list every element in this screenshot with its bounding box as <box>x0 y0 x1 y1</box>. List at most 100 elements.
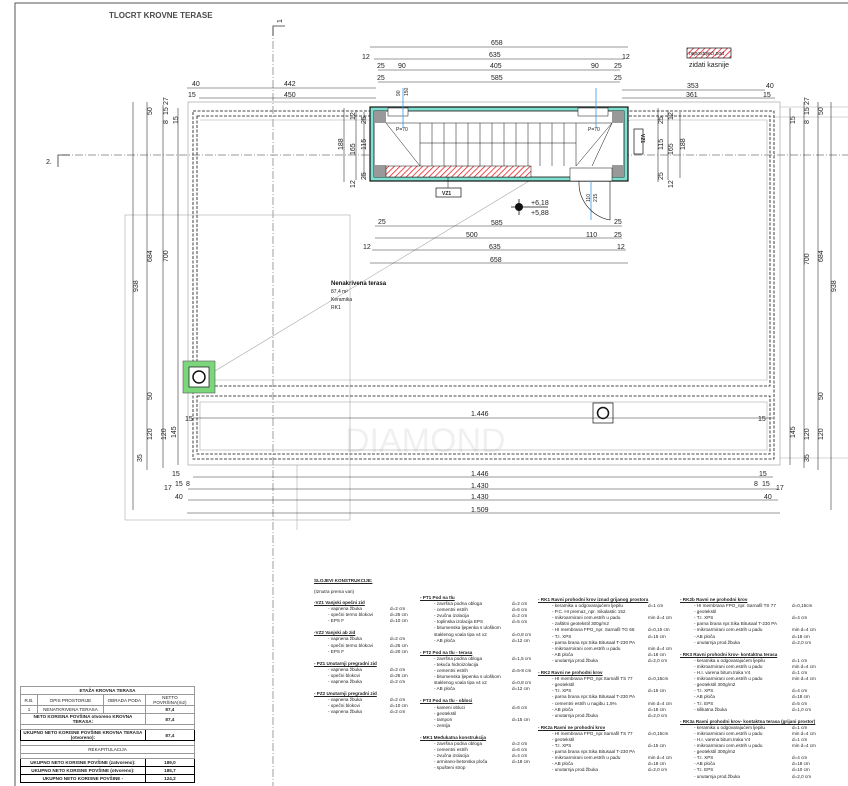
layer-item: - parna brana npr.Sika Bitusaal T-230 PA <box>538 640 672 646</box>
svg-text:8: 8 <box>163 120 170 124</box>
layer-thickness: d=10 cm <box>390 703 408 709</box>
layer-item: - P.C. HI premaz_npr. Sikalastic 152 <box>538 609 672 615</box>
layer-material: - završna podna obloga <box>434 655 483 661</box>
layer-thickness: d=1,5 cm <box>512 655 532 661</box>
layer-thickness: d=2 cm <box>390 679 406 685</box>
layer-material: - AB ploča <box>694 761 715 767</box>
svg-text:50: 50 <box>818 392 825 400</box>
total-value: 87,4 <box>144 729 196 741</box>
svg-text:12: 12 <box>350 180 357 188</box>
layer-material: - vapnena žbuka <box>328 666 362 672</box>
svg-text:90: 90 <box>398 63 406 70</box>
layer-material: - keramika u odgovarajućem ljepilu <box>694 724 765 730</box>
layer-thickness: d=18 cm <box>792 761 810 767</box>
room-area: 87,4 m² <box>331 289 348 295</box>
svg-text:27: 27 <box>804 97 811 105</box>
svg-text:405: 405 <box>490 63 502 70</box>
svg-text:15: 15 <box>185 416 193 423</box>
svg-text:700: 700 <box>163 250 170 262</box>
layer-material: - cementni estrih u nagibu 1,5% <box>552 700 617 706</box>
total-label: UKUPNO NETO KORISNE POVŠINE KROVNA TERAS… <box>20 729 146 741</box>
layer-thickness: d=0,15cm <box>792 603 813 609</box>
svg-text:25: 25 <box>361 172 368 180</box>
layer-material: - cementni estrih <box>434 607 468 613</box>
svg-text:15: 15 <box>172 471 180 478</box>
svg-text:353: 353 <box>687 83 699 90</box>
layer-material: - EPS F <box>328 648 345 654</box>
recap-value: 185,7 <box>144 766 196 775</box>
layer-section-title: -VZ2 Vanjski ab zid <box>314 630 356 636</box>
svg-text:120: 120 <box>161 428 168 440</box>
layer-material: - unutarnja prod.žbuka <box>694 639 740 645</box>
svg-text:17: 17 <box>164 485 172 492</box>
layer-material: - armirano-betonska ploča <box>434 759 488 765</box>
drawing-title: TLOCRT KROVNE TERASE <box>109 11 213 20</box>
svg-text:40: 40 <box>764 494 772 501</box>
layer-material: - parna brana npr.Sika Bitusaal T-230 PA <box>552 639 636 645</box>
layer-item: - vapnena žbuka d=2 cm <box>314 667 408 673</box>
svg-text:110: 110 <box>586 194 592 202</box>
layer-thickness: d=2,0 cm <box>648 712 668 718</box>
svg-text:27: 27 <box>163 97 170 105</box>
recap-title: REKAPITULACIJA <box>20 745 195 754</box>
svg-text:12: 12 <box>668 112 675 120</box>
svg-text:1.430: 1.430 <box>471 494 489 501</box>
svg-text:12: 12 <box>622 54 630 61</box>
wall-tag-text: VZ1 <box>442 191 451 197</box>
layer-material: - T.I. XPS <box>552 633 572 639</box>
layer-material: - zemlja <box>434 722 451 728</box>
layer-item: - bitumenska ljepenka s uloškom <box>420 625 531 631</box>
layer-thickness: d=10 cm <box>792 767 810 773</box>
svg-text:15: 15 <box>173 116 180 124</box>
layer-item: - AB ploča d=18 cm <box>680 761 816 767</box>
wall-tag-vz1-right: VZ1 <box>633 128 645 155</box>
layer-thickness: d=2 cm <box>390 636 406 642</box>
layer-material: - H.I. varena bitum.traka V4 <box>694 736 751 742</box>
layer-material: - opečni termo blokovi <box>328 612 373 618</box>
layer-thickness: d=2 cm <box>390 666 406 672</box>
svg-text:25: 25 <box>614 75 622 82</box>
layer-material: - AB ploča <box>552 706 573 712</box>
layer-material: - cementni estrih <box>434 747 468 753</box>
svg-text:15: 15 <box>758 416 766 423</box>
table-title: ETAŽA KROVNA TERASA <box>20 686 195 695</box>
layer-item: - geotekstil 300g/m2 <box>680 749 816 755</box>
layer-thickness: d=6 cm <box>512 747 528 753</box>
layer-material: - AB ploča <box>694 694 715 700</box>
layer-thickness: d=25 cm <box>390 612 408 618</box>
legend-swatch-label: nepostojeći pod <box>689 51 724 57</box>
layer-thickness: d=4 cm <box>512 753 528 759</box>
svg-text:165: 165 <box>350 143 357 155</box>
svg-text:145: 145 <box>171 426 178 438</box>
layer-thickness: d=0,8 cm <box>512 631 532 637</box>
layer-thickness: d=4 cm <box>792 688 808 694</box>
svg-text:25: 25 <box>361 116 368 124</box>
svg-text:50: 50 <box>818 107 825 115</box>
layer-thickness: d=12 cm <box>512 686 530 692</box>
layer-section: - RK2a Ravni ne prohodni krov- HI membra… <box>538 725 672 774</box>
svg-text:658: 658 <box>491 40 503 47</box>
wall-tag-vz1-bottom: VZ1 <box>435 177 462 198</box>
layer-item: - parna brana npr.Sika Bitusaal T-230 PA <box>538 749 672 755</box>
layer-material: - AB ploča <box>552 651 573 657</box>
layers-column: - RK2b Ravni ne prohodni krov- HI membra… <box>680 597 816 786</box>
svg-text:90: 90 <box>591 63 599 70</box>
layer-section-title: - PZ2 Unutarnji pregradni zid <box>314 691 377 697</box>
svg-text:1.509: 1.509 <box>471 507 489 514</box>
layer-thickness: d=5-8 cm <box>512 668 532 674</box>
svg-text:215: 215 <box>593 193 599 202</box>
